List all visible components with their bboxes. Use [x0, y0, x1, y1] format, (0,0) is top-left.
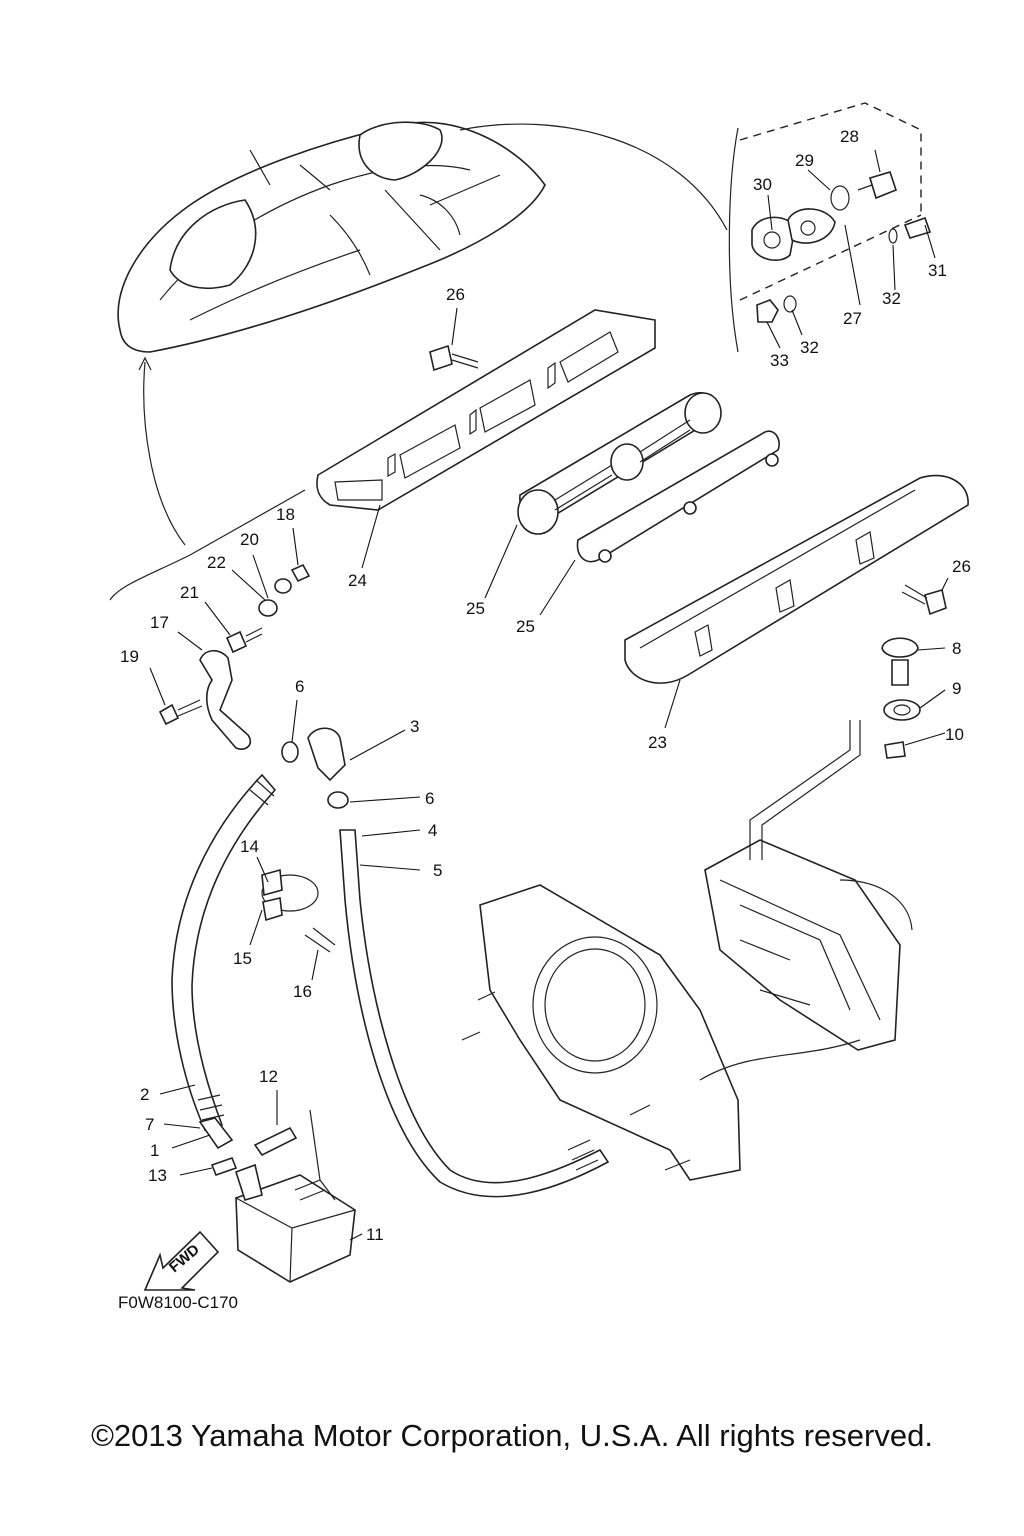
callout-11: 11 [366, 1225, 384, 1244]
controller-11 [235, 1109, 356, 1283]
jet-pump-housing [461, 720, 913, 1181]
callout-26a: 26 [446, 285, 465, 304]
callout-8: 8 [952, 639, 961, 658]
callout-27: 27 [843, 309, 862, 328]
callout-25b: 25 [516, 617, 535, 636]
callout-6b: 6 [425, 789, 434, 808]
callout-30: 30 [753, 175, 772, 194]
callout-14: 14 [240, 837, 259, 856]
bracket-group-17-22 [109, 489, 311, 750]
clamp-14-15-16 [261, 868, 336, 953]
callout-33: 33 [770, 351, 789, 370]
callout-12: 12 [259, 1067, 278, 1086]
callout-2: 2 [140, 1085, 149, 1104]
fittings-1-7-12-13 [198, 1117, 298, 1177]
reference-arrow [143, 361, 186, 546]
screen-25-upper [517, 391, 722, 535]
callout-1: 1 [150, 1141, 159, 1160]
callout-13: 13 [148, 1166, 167, 1185]
bolt-26-upper [429, 344, 479, 372]
duct-cover-23 [624, 474, 969, 684]
callout-15: 15 [233, 949, 252, 968]
callout-18: 18 [276, 505, 295, 524]
callout-25a: 25 [466, 599, 485, 618]
callout-9: 9 [952, 679, 961, 698]
callout-10: 10 [945, 725, 964, 744]
callout-7: 7 [145, 1115, 154, 1134]
callout-28: 28 [840, 127, 859, 146]
callout-31: 31 [928, 261, 947, 280]
callout-22: 22 [207, 553, 226, 572]
watercraft-overview [117, 121, 546, 353]
callout-6a: 6 [295, 677, 304, 696]
plug-8-9-10 [881, 637, 921, 759]
fwd-arrow-icon: FWD [143, 1230, 220, 1291]
copyright-notice: ©2013 Yamaha Motor Corporation, U.S.A. A… [91, 1418, 933, 1453]
screen-25-lower [576, 430, 780, 563]
callout-5: 5 [433, 861, 442, 880]
callout-20: 20 [240, 530, 259, 549]
drain-detail-box [728, 102, 932, 353]
drawing-code: F0W8100-C170 [118, 1293, 238, 1312]
callout-32b: 32 [800, 338, 819, 357]
callout-17: 17 [150, 613, 169, 632]
callout-32a: 32 [882, 289, 901, 308]
callout-3: 3 [410, 717, 419, 736]
callout-16: 16 [293, 982, 312, 1001]
callout-21: 21 [180, 583, 199, 602]
detail-connector [459, 123, 728, 231]
callout-29: 29 [795, 151, 814, 170]
callout-23: 23 [648, 733, 667, 752]
bolt-26-lower [901, 584, 947, 616]
callout-labels: 1 2 3 4 5 6 6 7 8 9 10 11 12 13 14 15 16… [120, 127, 971, 1244]
duct-cover-24 [316, 309, 656, 511]
leader-lines [149, 149, 949, 1241]
valve-3 [281, 727, 349, 809]
callout-24: 24 [348, 571, 367, 590]
callout-26b: 26 [952, 557, 971, 576]
hose-4-5 [339, 829, 610, 1198]
callout-4: 4 [428, 821, 437, 840]
callout-19: 19 [120, 647, 139, 666]
